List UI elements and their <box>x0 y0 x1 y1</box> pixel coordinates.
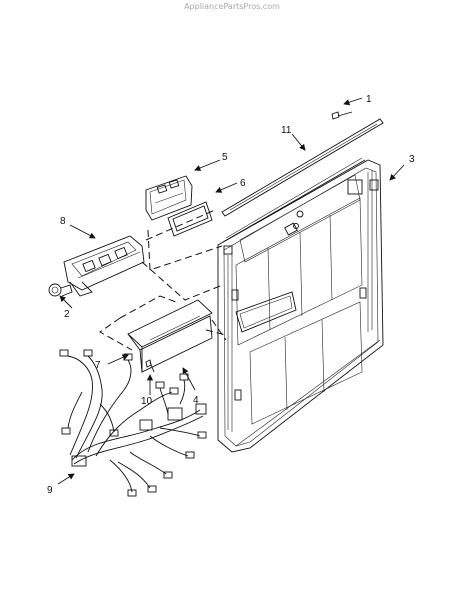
knob-part-2 <box>48 283 73 297</box>
inner-door-panel-part-3 <box>217 157 384 453</box>
callout-9: 9 <box>47 485 53 496</box>
callout-11: 11 <box>281 125 292 136</box>
trim-strip-part-11 <box>221 118 384 217</box>
callout-7: 7 <box>95 360 101 371</box>
wire-harness-part-9 <box>59 349 207 497</box>
callout-8: 8 <box>60 216 66 227</box>
assembly-dashed-lines <box>99 209 227 351</box>
control-housing-part-5 <box>145 175 193 221</box>
callout-leaders <box>57 97 405 485</box>
callout-3: 3 <box>409 154 415 165</box>
callout-10: 10 <box>141 396 153 407</box>
callout-2: 2 <box>64 309 70 320</box>
gasket-part-6 <box>167 201 213 237</box>
watermark: AppliancePartsPros.com <box>184 2 280 11</box>
callout-1: 1 <box>366 94 372 105</box>
control-module-part-8 <box>63 235 145 297</box>
callout-5: 5 <box>222 152 228 163</box>
callout-4: 4 <box>193 395 199 406</box>
cover-plate-part-4 <box>127 299 213 373</box>
callout-6: 6 <box>240 178 246 189</box>
screw-part-10 <box>145 359 155 373</box>
screw-part-1 <box>331 111 353 120</box>
